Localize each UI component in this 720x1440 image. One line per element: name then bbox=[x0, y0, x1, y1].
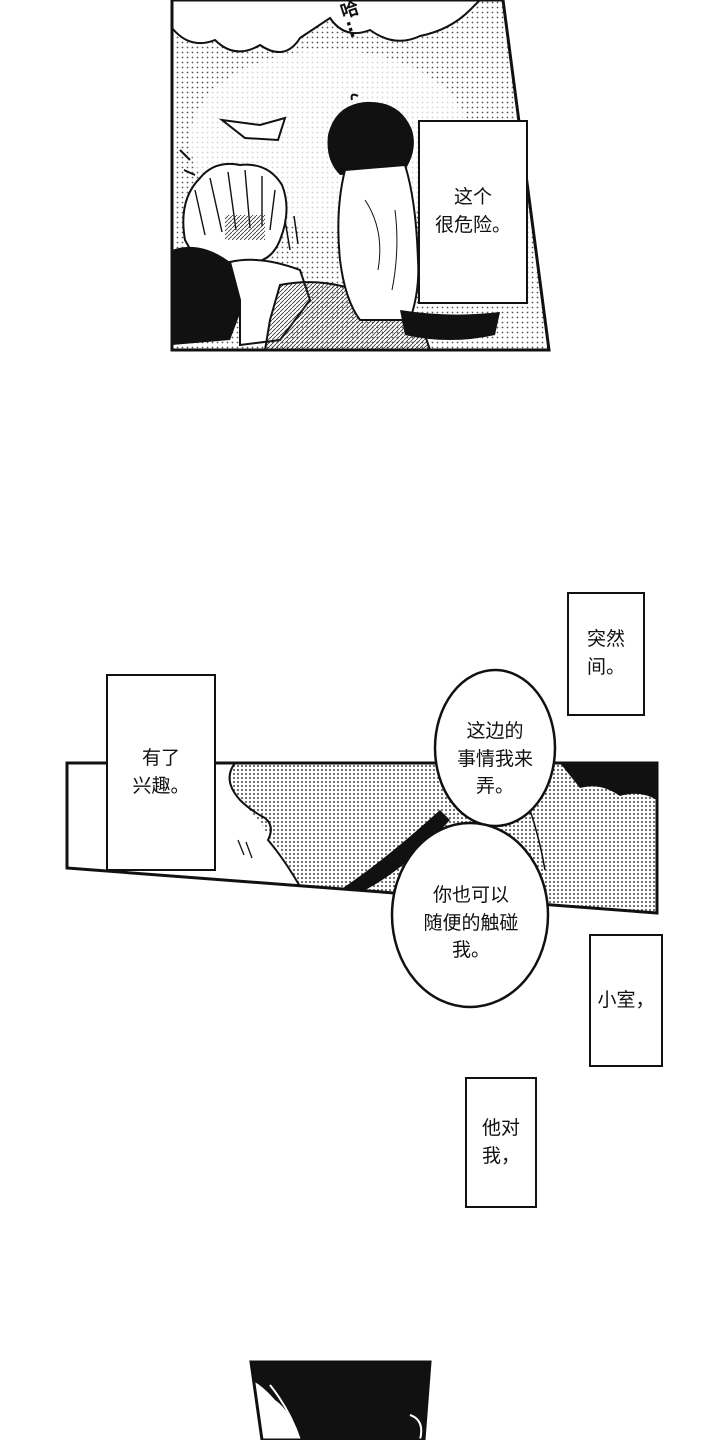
caption-komuro-text: 小室， bbox=[597, 988, 655, 1011]
speech-bubble-bottom-text: 你也可以 随便的触碰 我。 bbox=[423, 884, 519, 962]
caption-suddenly-text: 突然间。 bbox=[586, 628, 625, 678]
caption-suddenly: 突然间。 bbox=[567, 592, 645, 716]
caption-he-to-me: 他对 我， bbox=[465, 1077, 537, 1208]
caption-danger-text: 这个 很危险。 bbox=[434, 186, 511, 236]
caption-danger: 这个 很危险。 bbox=[418, 120, 528, 304]
caption-interested-text: 有了 兴趣。 bbox=[132, 746, 190, 797]
caption-komuro: 小室， bbox=[589, 934, 663, 1067]
speech-bubble-top-text: 这边的 事情我来 弄。 bbox=[456, 720, 533, 798]
panel-3 bbox=[251, 1362, 430, 1440]
caption-he-to-me-text: 他对 我， bbox=[481, 1116, 520, 1167]
caption-interested: 有了 兴趣。 bbox=[106, 674, 216, 871]
